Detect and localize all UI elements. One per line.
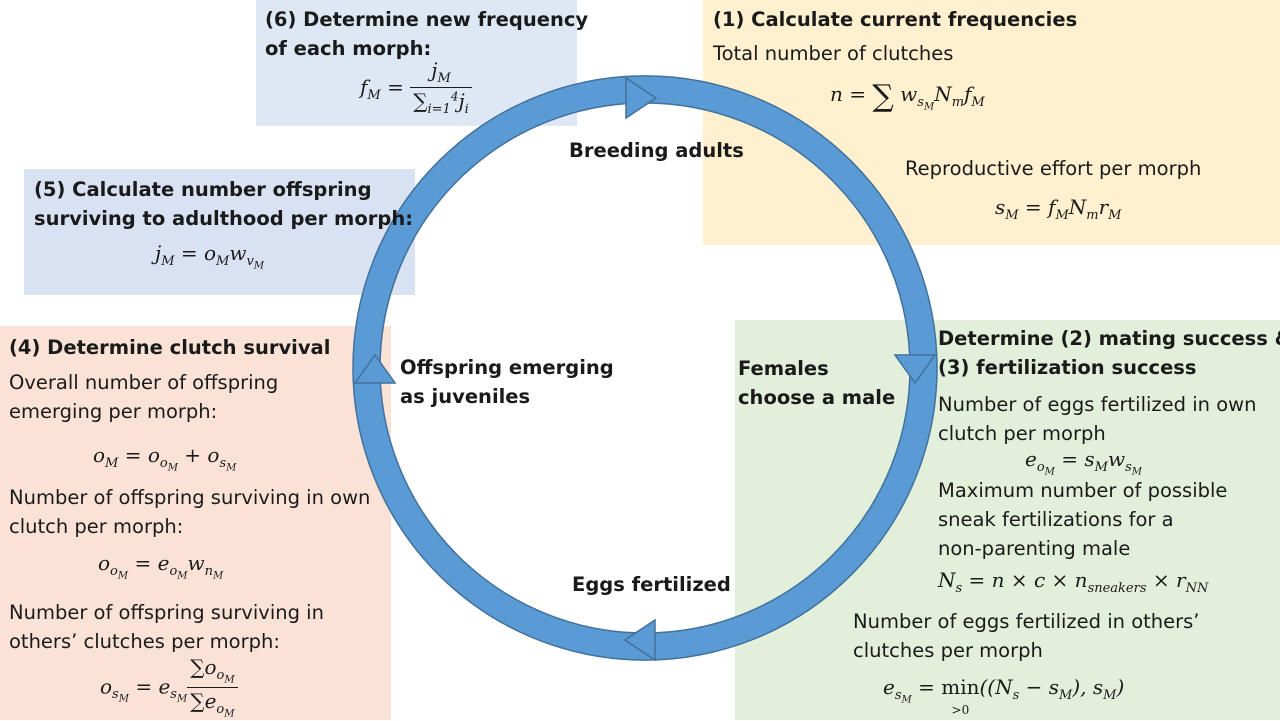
stage-eggs-fertilized: Eggs fertilized xyxy=(572,573,731,596)
arrowhead-top xyxy=(625,76,658,120)
reproductive-effort-label: Reproductive effort per morph xyxy=(905,157,1202,180)
eggs-own-line1: Number of eggs fertilized in own xyxy=(938,393,1257,416)
arrowhead-right xyxy=(893,354,937,385)
overall-offspring-line2: emerging per morph: xyxy=(9,400,218,423)
overall-offspring-line1: Overall number of offspring xyxy=(9,371,279,394)
step4-panel xyxy=(0,326,391,720)
arrowhead-bottom xyxy=(623,618,656,662)
formula-own-clutch-survival: ooM = eoMwnM xyxy=(98,551,224,582)
own-clutch-line1: Number of offspring surviving in own xyxy=(9,486,371,509)
max-sneak-line1: Maximum number of possible xyxy=(938,479,1228,502)
stage-females-line1: Females xyxy=(738,357,829,380)
formula-reproductive-effort: sM = fMNmrM xyxy=(995,195,1122,223)
formula-eggs-own-clutch: eoM = sMwsM xyxy=(1025,447,1143,478)
own-clutch-line2: clutch per morph: xyxy=(9,515,184,538)
stage-offspring-line2: as juveniles xyxy=(400,385,531,408)
max-sneak-line3: non-parenting male xyxy=(938,537,1131,560)
eggs-own-line2: clutch per morph xyxy=(938,422,1106,445)
formula-total-clutches: n = ∑ wsMNmfM xyxy=(830,79,985,114)
formula-max-sneak: Ns = n × c × nsneakers × rNN xyxy=(938,568,1209,596)
step6-title-line1: (6) Determine new frequency xyxy=(265,8,589,31)
others-clutch-line2: others’ clutches per morph: xyxy=(9,630,280,653)
formula-offspring-adulthood: jM = oMwvM xyxy=(155,241,265,272)
formula-eggs-others-clutch: esM = min>0((Ns − sM), sM) xyxy=(883,675,1125,717)
others-clutch-line1: Number of offspring surviving in xyxy=(9,601,324,624)
max-sneak-line2: sneak fertilizations for a xyxy=(938,508,1174,531)
step1-title: (1) Calculate current frequencies xyxy=(713,8,1078,31)
formula-others-clutch-survival: osM = esM∑ooM∑eoM xyxy=(100,655,238,721)
step23-title-line1: Determine (2) mating success & xyxy=(938,327,1280,350)
eggs-others-line2: clutches per morph xyxy=(853,639,1043,662)
total-clutches-label: Total number of clutches xyxy=(713,42,954,65)
stage-females-line2: choose a male xyxy=(738,386,896,409)
step4-title: (4) Determine clutch survival xyxy=(9,336,331,359)
stage-breeding-adults: Breeding adults xyxy=(569,139,744,162)
formula-overall-offspring: oM = ooM + osM xyxy=(93,443,237,474)
arrowhead-left xyxy=(353,353,397,384)
step23-title-line2: (3) fertilization success xyxy=(938,356,1197,379)
step6-title-line2: of each morph: xyxy=(265,37,432,60)
step5-title-line1: (5) Calculate number offspring xyxy=(34,178,372,201)
stage-offspring-line1: Offspring emerging xyxy=(400,356,614,379)
eggs-others-line1: Number of eggs fertilized in others’ xyxy=(853,610,1200,633)
step23-panel xyxy=(735,320,1280,720)
formula-new-frequency: fM = jM∑i=14ji xyxy=(360,58,472,119)
step5-panel xyxy=(24,169,415,295)
step5-title-line2: surviving to adulthood per morph: xyxy=(34,207,414,230)
